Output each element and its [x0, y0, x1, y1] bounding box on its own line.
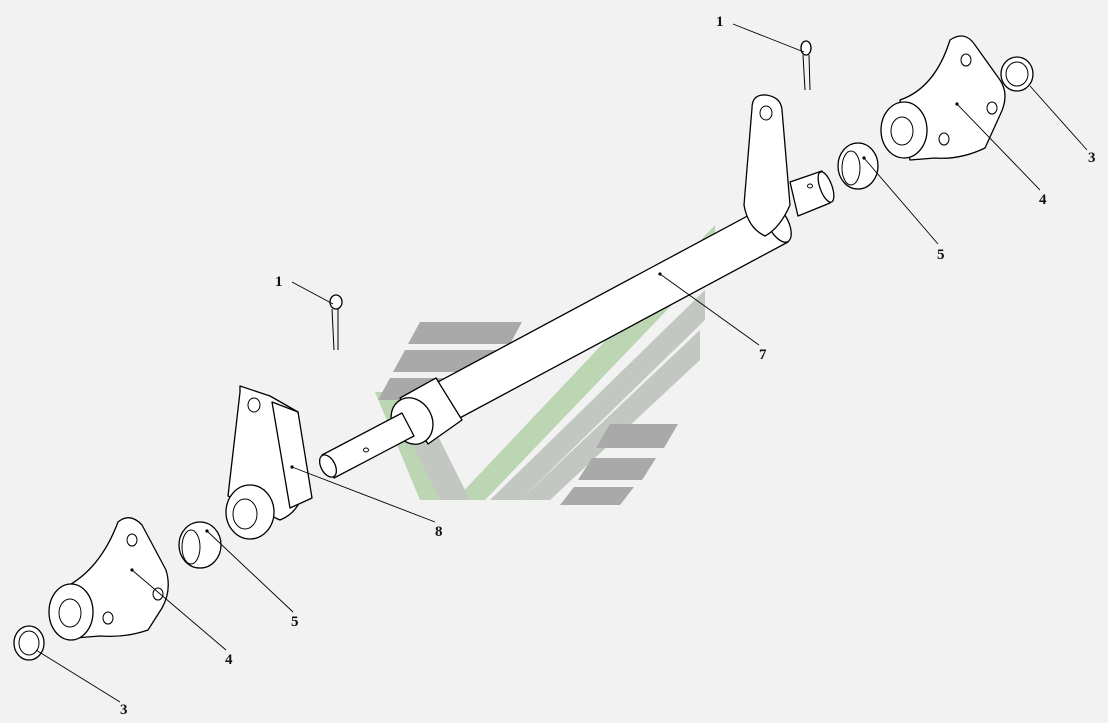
bracket-hole-top	[960, 53, 972, 67]
leader-dot	[205, 529, 209, 533]
bracket-bore-inner	[58, 598, 82, 628]
leader-7	[659, 273, 760, 346]
lever-part-8	[225, 385, 313, 540]
leader-dot	[658, 272, 662, 276]
leader-3-right	[1029, 85, 1088, 151]
leader-1-lower	[291, 281, 334, 305]
lever-hole	[759, 105, 773, 121]
lever-bore-inner	[232, 498, 258, 530]
bracket-part-4-right	[880, 35, 1006, 161]
leader-4-right	[956, 103, 1041, 191]
bushing-outer	[837, 142, 879, 190]
bracket-bore	[48, 583, 94, 641]
callout-7: 7	[759, 347, 767, 363]
shaft-part-7	[318, 94, 835, 479]
lever-8-hole	[247, 397, 261, 413]
watermark-bar-4	[596, 424, 678, 448]
callout-3-right: 3	[1088, 150, 1096, 166]
callout-5-right: 5	[937, 247, 945, 263]
watermark-logo	[375, 225, 715, 505]
bushing-part-5-left	[178, 521, 222, 569]
callout-5-left: 5	[291, 614, 299, 630]
cotter-pin-eye	[800, 40, 812, 56]
leader-4-left	[131, 569, 227, 651]
watermark-bar-1	[408, 322, 522, 344]
leader-dot	[130, 568, 134, 572]
callout-8: 8	[435, 524, 443, 540]
leader-3-left	[35, 649, 121, 703]
callout-3-left: 3	[120, 702, 128, 718]
bracket-hole-bottom	[938, 132, 950, 146]
callout-4-left: 4	[225, 652, 233, 668]
bracket-hole-top	[126, 533, 138, 547]
pin-hole-left	[363, 447, 369, 453]
shaft-lever-arm	[743, 94, 791, 237]
callout-1-lower: 1	[275, 274, 283, 290]
washer-part-3-right	[1000, 56, 1034, 92]
callout-4-right: 4	[1039, 192, 1047, 208]
leader-8	[291, 466, 436, 523]
watermark-bar-6	[560, 487, 634, 505]
watermark-chevron-light-2	[520, 330, 700, 500]
leader-5-left	[206, 530, 294, 613]
leader-5-right	[863, 157, 939, 245]
leader-dots	[130, 102, 959, 572]
lever-fork	[271, 401, 313, 509]
bracket-part-4-left	[48, 517, 169, 641]
leader-dot	[862, 156, 866, 160]
cotter-pin-eye	[329, 294, 343, 310]
leader-1-upper	[732, 23, 805, 53]
bushing-part-5-right	[837, 142, 879, 190]
watermark-bar-5	[578, 458, 656, 480]
callout-1-upper: 1	[716, 14, 724, 30]
washer-inner	[18, 630, 40, 656]
callout-labels: 1 1 3 3 4 4 5 5 7 8	[120, 14, 1096, 718]
washer-part-3-left	[13, 625, 45, 661]
leader-lines	[35, 23, 1088, 703]
watermark-chevron-light	[490, 290, 705, 500]
shaft-pin-left-end	[318, 454, 338, 478]
bushing-face	[841, 150, 861, 186]
cotter-pin-legs	[331, 308, 339, 351]
bracket-bore-inner	[890, 116, 914, 146]
leader-dot	[290, 465, 294, 469]
lever-bore	[225, 484, 275, 540]
shaft-pin-right-end	[817, 171, 835, 203]
cotter-pin-legs	[802, 54, 811, 91]
bracket-hole-bottom	[102, 611, 114, 625]
washer-inner	[1005, 61, 1029, 87]
cotter-pin-part-1-upper	[800, 40, 812, 91]
leader-dot	[955, 102, 959, 106]
pin-hole-right	[807, 183, 813, 189]
bracket-hole-side	[152, 587, 164, 601]
bushing-face	[181, 529, 201, 565]
bracket-hole-side	[986, 101, 998, 115]
bracket-bore	[880, 101, 928, 159]
